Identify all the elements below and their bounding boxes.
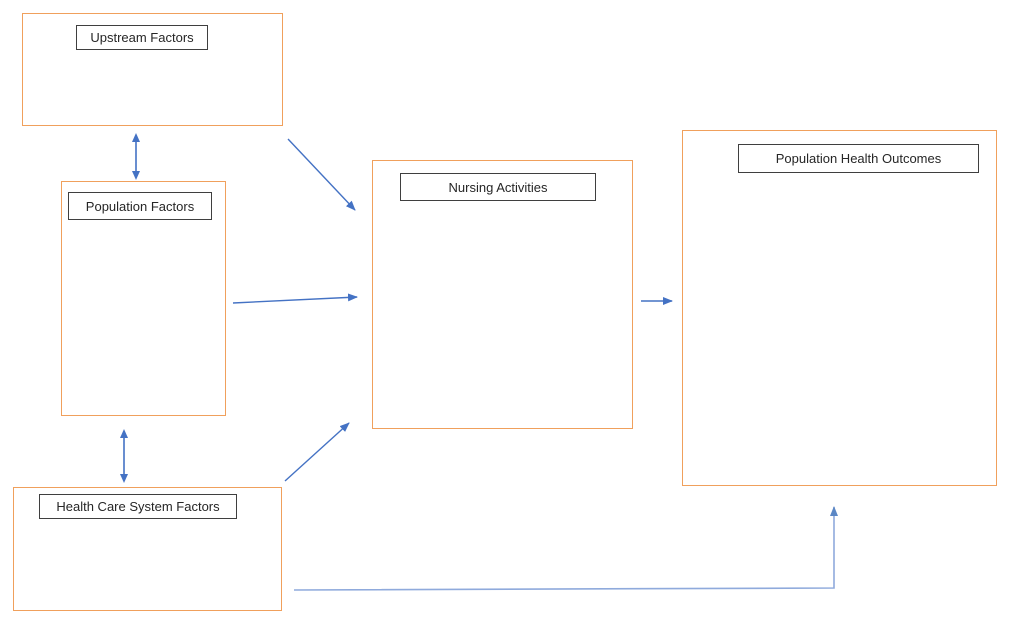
node-health-care-system-factors: Health Care System Factors bbox=[13, 487, 282, 611]
node-label-population-factors: Population Factors bbox=[68, 192, 212, 220]
arrow-upstream-to-nursing bbox=[287, 138, 356, 211]
arrow-upstream-population-bidirectional bbox=[132, 133, 140, 180]
node-population-factors: Population Factors bbox=[61, 181, 226, 416]
node-label-text: Nursing Activities bbox=[448, 179, 548, 195]
node-label-nursing-activities: Nursing Activities bbox=[400, 173, 596, 201]
node-label-population-health-outcomes: Population Health Outcomes bbox=[738, 144, 979, 173]
node-population-health-outcomes: Population Health Outcomes bbox=[682, 130, 997, 486]
node-label-upstream-factors: Upstream Factors bbox=[76, 25, 208, 50]
node-upstream-factors: Upstream Factors bbox=[22, 13, 283, 126]
arrow-population-to-nursing bbox=[232, 293, 358, 304]
arrow-population-hcs-bidirectional bbox=[120, 429, 128, 483]
arrow-hcs-to-nursing bbox=[284, 422, 350, 482]
arrow-hcs-to-outcomes-elbow bbox=[293, 506, 838, 591]
node-label-health-care-system-factors: Health Care System Factors bbox=[39, 494, 237, 519]
node-label-text: Health Care System Factors bbox=[56, 499, 220, 514]
node-label-text: Population Health Outcomes bbox=[775, 151, 942, 166]
node-label-text: Upstream Factors bbox=[90, 30, 194, 45]
node-label-text: Population Factors bbox=[85, 198, 195, 214]
node-nursing-activities: Nursing Activities bbox=[372, 160, 633, 429]
